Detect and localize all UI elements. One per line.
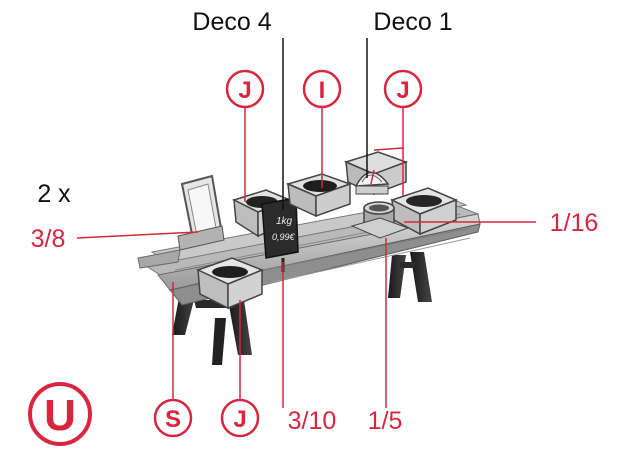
letter-u-large: U <box>44 391 76 440</box>
svg-text:0,99€: 0,99€ <box>272 232 296 242</box>
circled-letter-s-bottom: S <box>153 398 193 438</box>
circled-letter-u-large: U <box>28 382 92 446</box>
letter-j-left: J <box>238 77 251 104</box>
label-quantity-2x: 2 x <box>37 180 71 208</box>
sawhorse-right <box>388 252 432 302</box>
crate-center <box>285 173 353 218</box>
label-part-1-16: 1/16 <box>550 209 599 237</box>
letter-j-bottom: J <box>233 406 246 433</box>
circled-letter-j-left: J <box>225 69 265 109</box>
scale-deco <box>354 169 390 195</box>
label-deco-4: Deco 4 <box>192 8 271 36</box>
bucket <box>350 201 410 239</box>
svg-text:1kg: 1kg <box>276 216 293 227</box>
market-table-illustration: 1kg 0,99€ <box>137 151 481 365</box>
tilted-sign-board <box>177 174 225 251</box>
circled-letter-j-bottom: J <box>220 398 260 438</box>
crate-front <box>196 257 264 310</box>
label-part-1-5: 1/5 <box>368 407 403 435</box>
crate-back-left <box>232 189 293 238</box>
letter-s-bottom: S <box>165 406 181 433</box>
label-part-3-8: 3/8 <box>31 225 66 253</box>
circled-letter-j-right: J <box>383 69 423 109</box>
letter-i-top: I <box>319 77 326 104</box>
leader-lines <box>76 38 536 408</box>
label-part-3-10: 3/10 <box>288 407 337 435</box>
crate-right <box>390 187 458 236</box>
letter-j-right: J <box>396 77 409 104</box>
label-deco-1: Deco 1 <box>373 8 452 36</box>
circled-letter-i-top: I <box>302 69 342 109</box>
